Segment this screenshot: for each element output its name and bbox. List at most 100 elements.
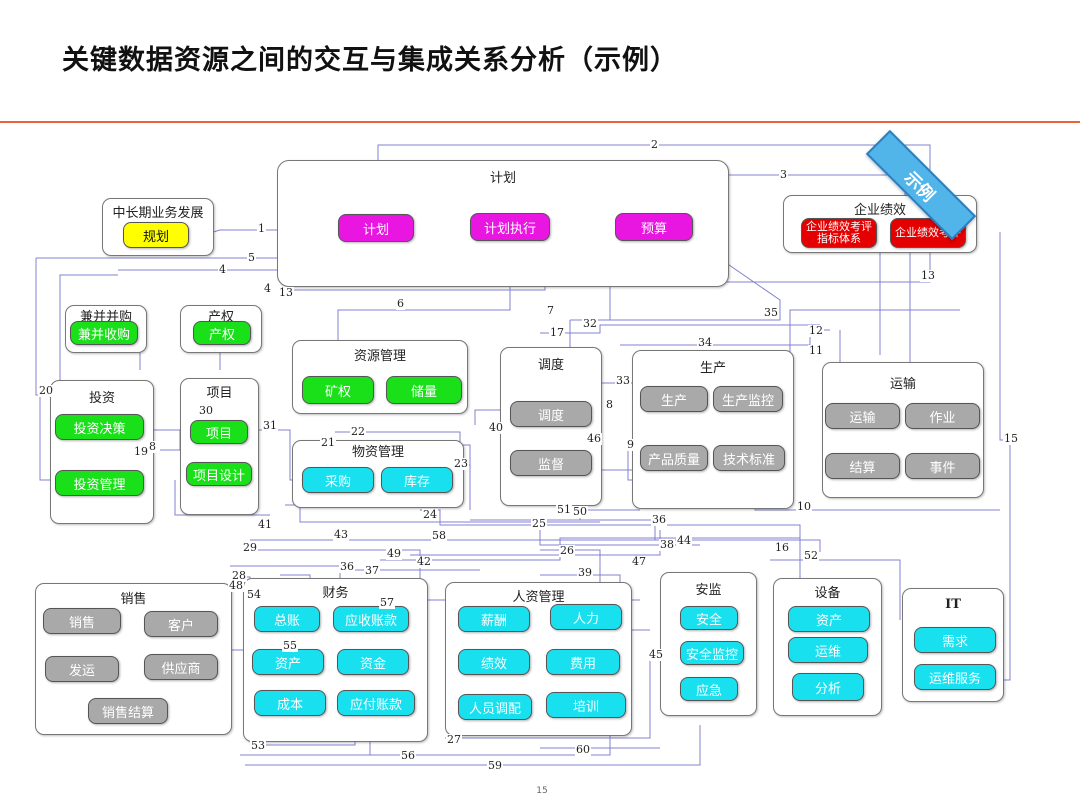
- node-invest-mgmt[interactable]: 投资管理: [55, 470, 144, 496]
- node-tech-std[interactable]: 技术标准: [713, 445, 785, 471]
- node-perf-index[interactable]: 企业绩效考评指标体系: [801, 218, 877, 248]
- link-label: 41: [257, 518, 273, 531]
- node-manpower[interactable]: 人力: [550, 604, 622, 630]
- link-label: 46: [586, 432, 602, 445]
- node-staffing[interactable]: 人员调配: [458, 694, 532, 720]
- link-label: 1: [257, 222, 266, 235]
- link-label: 52: [803, 549, 819, 562]
- node-purchase[interactable]: 采购: [302, 467, 374, 493]
- node-demand[interactable]: 需求: [914, 627, 996, 653]
- link-label: 45: [648, 648, 664, 661]
- link-label: 47: [631, 555, 647, 568]
- link-label: 5: [247, 251, 256, 264]
- link-label: 55: [282, 639, 298, 652]
- link-label: 26: [559, 544, 575, 557]
- node-sales[interactable]: 销售: [43, 608, 121, 634]
- node-mining[interactable]: 矿权: [302, 376, 374, 404]
- link-label: 49: [386, 547, 402, 560]
- node-invest-decision[interactable]: 投资决策: [55, 414, 144, 440]
- group-finance-label: 财务: [322, 586, 349, 601]
- node-supplier[interactable]: 供应商: [144, 654, 218, 680]
- link-label: 57: [379, 596, 395, 609]
- node-sales-settle[interactable]: 销售结算: [88, 698, 168, 724]
- node-funds[interactable]: 资金: [337, 649, 409, 675]
- node-property[interactable]: 产权: [193, 321, 251, 345]
- node-prod-monitor[interactable]: 生产监控: [713, 386, 783, 412]
- link-label: 13: [920, 269, 936, 282]
- node-performance[interactable]: 绩效: [458, 649, 530, 675]
- link-label: 37: [364, 564, 380, 577]
- node-yusuan[interactable]: 预算: [615, 213, 693, 241]
- group-production: 生产: [632, 350, 794, 509]
- group-sales-label: 销售: [120, 592, 147, 607]
- group-project: 项目: [180, 378, 259, 515]
- node-cost[interactable]: 成本: [254, 690, 326, 716]
- node-supervise[interactable]: 监督: [510, 450, 592, 476]
- title-divider: [0, 121, 1080, 123]
- node-safety[interactable]: 安全: [680, 606, 738, 630]
- node-expense[interactable]: 费用: [546, 649, 620, 675]
- node-asset-eq[interactable]: 资产: [788, 606, 870, 632]
- node-maintenance[interactable]: 运维: [788, 637, 868, 663]
- link-label: 39: [577, 566, 593, 579]
- link-label: 35: [763, 306, 779, 319]
- link-label: 8: [148, 440, 157, 453]
- link-label: 3: [779, 168, 788, 181]
- node-project[interactable]: 项目: [190, 420, 248, 444]
- node-payable[interactable]: 应付账款: [337, 690, 415, 716]
- node-jihua-zhixing[interactable]: 计划执行: [470, 213, 550, 241]
- link-label: 31: [262, 419, 278, 432]
- node-customer[interactable]: 客户: [144, 611, 218, 637]
- group-transport-label: 运输: [889, 377, 916, 392]
- link-label: 48: [228, 579, 244, 592]
- link-label: 54: [246, 588, 262, 601]
- node-project-design[interactable]: 项目设计: [186, 462, 252, 486]
- node-operation[interactable]: 作业: [905, 403, 980, 429]
- link-label: 15: [1003, 432, 1019, 445]
- link-label: 28: [231, 569, 247, 582]
- group-hr-label: 人资管理: [512, 590, 565, 605]
- group-perf-label: 企业绩效: [853, 203, 906, 218]
- node-shipping[interactable]: 发运: [45, 656, 119, 682]
- link-label: 4: [218, 263, 227, 276]
- node-inventory[interactable]: 库存: [381, 467, 453, 493]
- node-quality[interactable]: 产品质量: [640, 445, 708, 471]
- link-label: 6: [396, 297, 405, 310]
- link-label: 59: [487, 759, 503, 772]
- group-it-label: IT: [945, 597, 961, 612]
- link-label: 53: [250, 739, 266, 752]
- group-investment-label: 投资: [88, 391, 115, 406]
- node-safety-monitor[interactable]: 安全监控: [680, 641, 744, 665]
- node-ops-service[interactable]: 运维服务: [914, 664, 996, 690]
- node-transport[interactable]: 运输: [825, 403, 900, 429]
- node-production[interactable]: 生产: [640, 386, 708, 412]
- page-number: 15: [536, 786, 548, 796]
- node-ledger[interactable]: 总账: [254, 606, 320, 632]
- link-label: 44: [676, 534, 692, 547]
- node-event[interactable]: 事件: [905, 453, 980, 479]
- node-merger[interactable]: 兼并收购: [70, 321, 138, 345]
- group-dispatch-label: 调度: [537, 358, 564, 373]
- link-label: 17: [549, 326, 565, 339]
- node-dispatch[interactable]: 调度: [510, 401, 592, 427]
- node-guihua[interactable]: 规划: [123, 222, 189, 248]
- node-analysis[interactable]: 分析: [792, 673, 864, 701]
- link-label: 32: [582, 317, 598, 330]
- node-reserves[interactable]: 储量: [386, 376, 462, 404]
- node-salary[interactable]: 薪酬: [458, 606, 530, 632]
- node-jihua[interactable]: 计划: [338, 214, 414, 242]
- link-label: 23: [453, 457, 469, 470]
- node-asset-fin[interactable]: 资产: [252, 649, 324, 675]
- node-emergency[interactable]: 应急: [680, 677, 738, 701]
- node-training[interactable]: 培训: [546, 692, 626, 718]
- link-label: 38: [659, 538, 675, 551]
- link-label: 40: [488, 421, 504, 434]
- link-label: 36: [651, 513, 667, 526]
- node-settlement[interactable]: 结算: [825, 453, 900, 479]
- link-label: 9: [626, 438, 635, 451]
- group-plan-label: 计划: [489, 171, 516, 186]
- link-label: 36: [339, 560, 355, 573]
- link-label: 8: [605, 398, 614, 411]
- link-label: 60: [575, 743, 591, 756]
- node-receivable[interactable]: 应收账款: [333, 606, 409, 632]
